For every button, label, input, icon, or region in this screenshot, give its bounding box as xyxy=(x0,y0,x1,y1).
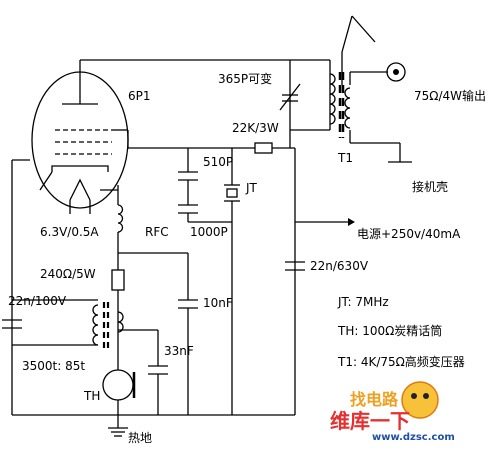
tube-6p1 xyxy=(31,60,129,209)
label-cap-510: 510P xyxy=(203,155,233,169)
note-th: TH: 100Ω炭精话筒 xyxy=(337,323,442,338)
tuning-capacitor xyxy=(279,83,301,111)
label-cap-33n: 33nF xyxy=(164,344,194,358)
microphone-th xyxy=(102,369,136,401)
mascot-icon xyxy=(401,381,439,419)
note-jt: JT: 7MHz xyxy=(337,295,389,309)
crystal-jt xyxy=(224,184,240,202)
watermark-top: 找电路 xyxy=(350,390,399,409)
label-rfc: RFC xyxy=(145,225,169,239)
label-tube: 6P1 xyxy=(128,89,151,103)
label-tuning-cap: 365P可变 xyxy=(218,71,272,86)
wiring xyxy=(11,15,401,428)
capacitor-22n-100v xyxy=(2,319,22,329)
label-crystal: JT xyxy=(245,181,258,195)
label-cap-10n: 10nF xyxy=(203,296,233,310)
label-heater: 6.3V/0.5A xyxy=(40,225,99,239)
mic-transformer xyxy=(92,302,124,348)
t1-secondary-coil xyxy=(344,87,351,129)
label-cap-1000: 1000P xyxy=(190,225,228,239)
note-t1: T1: 4K/75Ω高频变压器 xyxy=(337,354,465,369)
rfc-coil xyxy=(117,204,124,233)
t1-core xyxy=(338,72,345,138)
label-turns: 3500t: 85t xyxy=(22,359,85,373)
label-power: 电源+250v/40mA xyxy=(357,227,461,241)
label-cap-22n-630: 22n/630V xyxy=(310,259,369,273)
capacitor-33nf xyxy=(148,365,168,375)
capacitor-22n-630v xyxy=(285,261,305,271)
t1-primary-coil xyxy=(329,73,336,125)
label-output: 75Ω/4W输出 xyxy=(414,88,486,103)
label-cap-22n-100: 22n/100V xyxy=(8,294,67,308)
capacitor-1000p xyxy=(178,204,198,214)
label-chassis: 接机壳 xyxy=(412,179,448,194)
power-arrow xyxy=(348,218,355,226)
label-res-240: 240Ω/5W xyxy=(40,267,96,281)
label-mic: TH xyxy=(83,389,100,403)
watermark: 找电路 维库一下 www.dzsc.com xyxy=(330,381,455,443)
label-plate-resistor: 22K/3W xyxy=(232,121,279,135)
resistor-22k xyxy=(254,142,273,154)
watermark-brand: 维库一下 xyxy=(330,409,410,433)
label-transformer: T1 xyxy=(337,151,353,165)
capacitor-510p xyxy=(178,171,198,181)
capacitor-10nf xyxy=(178,299,198,309)
watermark-site: www.dzsc.com xyxy=(372,432,455,443)
resistor-240 xyxy=(111,269,125,291)
ground-symbol xyxy=(108,427,128,437)
output-connector xyxy=(386,62,406,82)
label-ground: 热地 xyxy=(128,431,152,445)
